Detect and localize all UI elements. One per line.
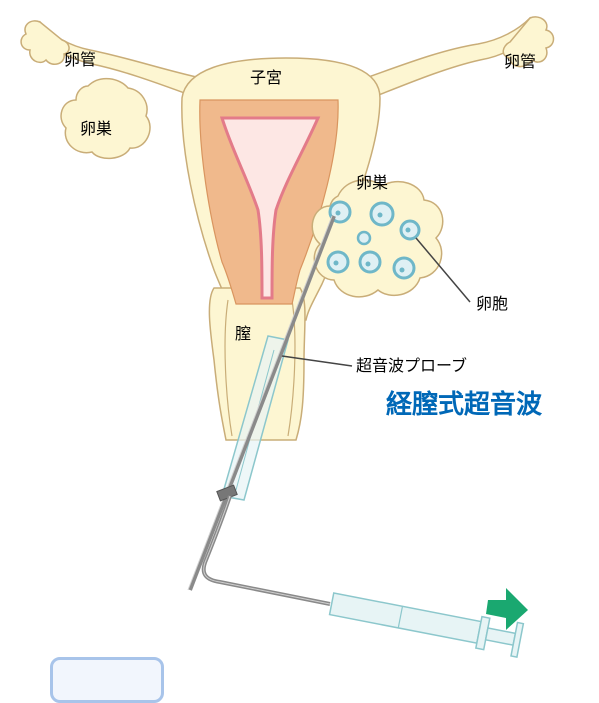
anatomy-illustration — [0, 0, 599, 672]
label-ovary-right: 卵巣 — [356, 175, 388, 191]
follicle-6 — [360, 252, 380, 272]
diagram-title: 経膣式超音波 — [386, 392, 542, 418]
follicle-4 — [358, 232, 370, 244]
label-ultrasound-probe: 超音波プローブ — [356, 358, 467, 374]
fimbriae-left — [21, 21, 69, 64]
follicle-3 — [401, 221, 419, 239]
label-follicle: 卵胞 — [476, 296, 508, 312]
label-uterus: 子宮 — [250, 70, 282, 86]
partial-badge — [50, 657, 164, 703]
follicle-7 — [394, 258, 414, 278]
label-fallopian-tube-left: 卵管 — [64, 52, 96, 68]
follicle-2 — [371, 203, 393, 225]
follicle-5 — [328, 252, 348, 272]
diagram: 卵管 卵管 子宮 卵巣 卵巣 卵胞 膣 超音波プローブ 経膣式超音波 — [0, 0, 599, 672]
probe-cable — [204, 496, 330, 604]
label-vagina: 膣 — [235, 326, 251, 342]
syringe — [328, 587, 523, 657]
label-ovary-left: 卵巣 — [80, 121, 112, 137]
label-fallopian-tube-right: 卵管 — [504, 54, 536, 70]
